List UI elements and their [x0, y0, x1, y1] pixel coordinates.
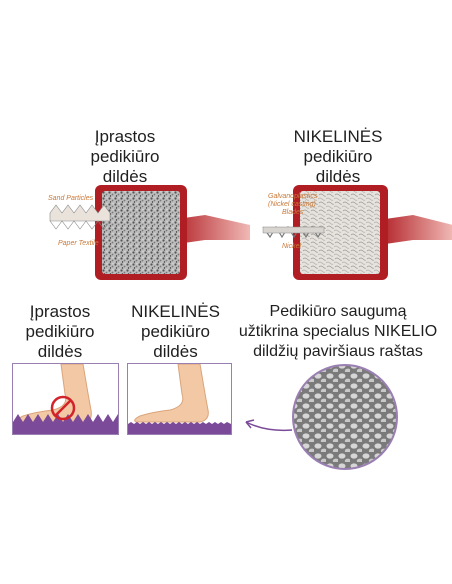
paper-textile-label: Paper Textile — [58, 240, 99, 247]
pointer-arrow — [245, 419, 293, 432]
top-right-caption: NIKELINĖS pedikiūro dildės — [293, 127, 383, 186]
bottom-middle-caption: NIKELINĖS pedikiūro dildės — [131, 302, 220, 361]
sand-particles-label: Sand Particles — [48, 195, 94, 202]
nickel-label: Nickel — [282, 243, 302, 250]
top-left-caption: Įprastos pedikiūro dildės — [90, 127, 160, 186]
bottom-right-caption: Pedikiūro saugumą užtikrina specialus NI… — [238, 303, 438, 360]
nickel-file-foot-panel — [127, 363, 232, 435]
nickel-file-illustration — [262, 185, 452, 280]
galvanoplastics-label: Galvanoplastics (Nickel casting) Blades — [268, 193, 318, 216]
prohibited-icon — [50, 395, 76, 421]
nickel-surface-pattern-circle — [292, 364, 398, 470]
conventional-file-foot-panel — [12, 363, 119, 435]
conventional-file-illustration — [49, 185, 250, 280]
bottom-left-caption: Įprastos pedikiūro dildės — [25, 302, 95, 361]
